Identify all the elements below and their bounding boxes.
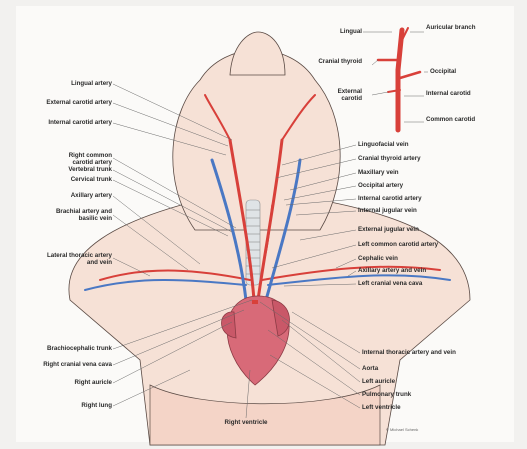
label-external-carotid-artery: External carotid artery xyxy=(4,99,112,106)
label-axillary-artery: Axillary artery xyxy=(4,192,112,199)
label-brachial-artery-basilic-vein: Brachial artery and basilic vein xyxy=(46,208,112,222)
label-internal-carotid-artery: Internal carotid artery xyxy=(4,119,112,126)
label-right-auricle: Right auricle xyxy=(4,379,112,386)
label-right-cranial-vena-cava: Right cranial vena cava xyxy=(4,361,112,368)
label-left-ventricle: Left ventricle xyxy=(362,404,512,411)
inset-label-auricular: Auricular branch xyxy=(426,24,496,31)
inset-label-lingual: Lingual xyxy=(320,28,362,35)
label-internal-thoracic: Internal thoracic artery and vein xyxy=(362,349,522,356)
label-occipital-artery: Occipital artery xyxy=(358,182,508,189)
inset-label-cranial-thyroid: Cranial thyroid xyxy=(316,58,362,65)
label-linguofacial-vein: Linguofacial vein xyxy=(358,141,508,148)
label-cervical-trunk: Cervical trunk xyxy=(4,176,112,183)
inset-label-internal-carotid: Internal carotid xyxy=(426,90,476,97)
label-right-common-carotid-artery: Right common carotid artery xyxy=(50,152,112,166)
label-right-lung: Right lung xyxy=(4,402,112,409)
label-cephalic-vein: Cephalic vein xyxy=(358,255,508,262)
label-pulmonary-trunk: Pulmonary trunk xyxy=(362,391,512,398)
label-external-jugular-vein: External jugular vein xyxy=(358,226,508,233)
label-axillary-artery-vein: Axillary artery and vein xyxy=(358,267,508,274)
label-left-auricle: Left auricle xyxy=(362,378,512,385)
label-cranial-thyroid-artery: Cranial thyroid artery xyxy=(358,155,508,162)
label-lingual-artery: Lingual artery xyxy=(4,80,112,87)
label-brachiocephalic-trunk: Brachiocephalic trunk xyxy=(4,345,112,352)
inset-label-common-carotid: Common carotid xyxy=(426,116,476,123)
label-left-cranial-vena-cava: Left cranial vena cava xyxy=(358,280,508,287)
label-vertebral-trunk: Vertebral trunk xyxy=(4,166,112,173)
label-maxillary-vein: Maxillary vein xyxy=(358,169,508,176)
label-internal-carotid-artery-right: Internal carotid artery xyxy=(358,195,508,202)
label-left-common-carotid-artery: Left common carotid artery xyxy=(358,241,508,248)
label-internal-jugular-vein: Internal jugular vein xyxy=(358,207,508,214)
inset-label-occipital: Occipital xyxy=(430,68,490,75)
label-lateral-thoracic: Lateral thoracic artery and vein xyxy=(40,252,112,266)
artist-credit: © Michael Schenk xyxy=(386,427,446,432)
label-right-ventricle: Right ventricle xyxy=(196,419,296,426)
inset-label-external-carotid: External carotid xyxy=(318,88,362,102)
label-aorta: Aorta xyxy=(362,365,512,372)
